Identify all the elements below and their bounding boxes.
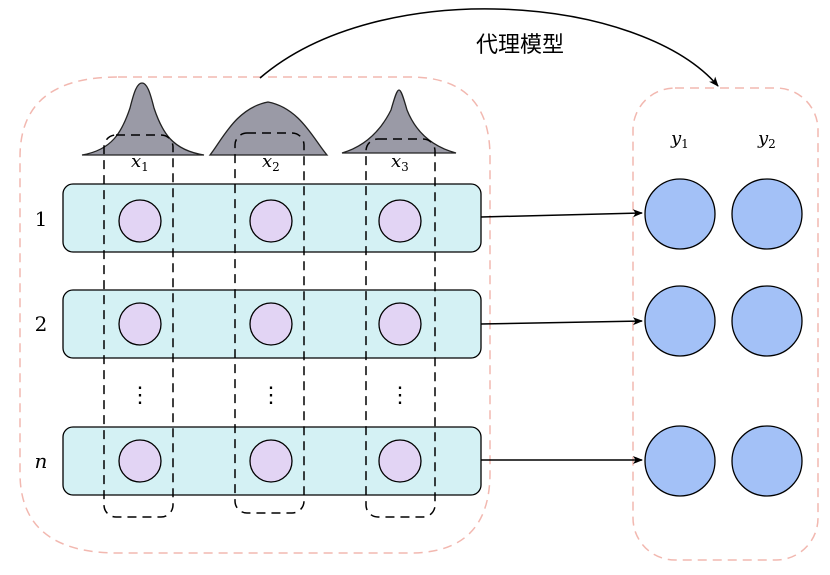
ellipsis-x2: ⋮ [260, 383, 282, 408]
label-y1: y1 [670, 128, 689, 151]
output-node-n-2 [731, 425, 803, 497]
distribution-x1 [81, 82, 205, 156]
output-node-1-2 [731, 178, 803, 250]
input-group-frame [19, 76, 491, 554]
column-frame-x3 [365, 138, 436, 518]
column-frame-x1 [103, 134, 174, 518]
arrow-row-2 [480, 317, 643, 326]
output-node-1-1 [644, 178, 716, 250]
input-node-2-1 [118, 302, 162, 346]
input-node-1-1 [118, 199, 162, 243]
output-node-2-1 [644, 285, 716, 357]
surrogate-arrow [259, 8, 719, 87]
ellipsis-x1: ⋮ [129, 383, 151, 408]
label-y2: y2 [757, 128, 776, 151]
label-x3: x3 [391, 151, 409, 174]
label-x2: x2 [262, 151, 280, 174]
arrow-row-1 [480, 209, 643, 218]
output-node-n-1 [644, 425, 716, 497]
input-node-n-1 [118, 439, 162, 483]
input-node-n-3 [378, 439, 422, 483]
distribution-x2 [208, 101, 329, 156]
column-frame-x2 [234, 132, 305, 514]
input-node-2-3 [378, 302, 422, 346]
sample-label-2: 2 [35, 312, 48, 336]
output-node-2-2 [731, 285, 803, 357]
sample-label-n: n [35, 449, 48, 473]
input-node-1-3 [378, 199, 422, 243]
distribution-x3 [341, 89, 457, 154]
surrogate-label: 代理模型 [476, 33, 564, 58]
input-node-2-2 [249, 302, 293, 346]
input-node-1-2 [249, 199, 293, 243]
ellipsis-x3: ⋮ [389, 383, 411, 408]
input-nodes [118, 199, 422, 483]
output-nodes [644, 178, 803, 497]
label-x1: x1 [131, 151, 149, 174]
input-node-n-2 [249, 439, 293, 483]
sample-label-1: 1 [35, 207, 48, 231]
